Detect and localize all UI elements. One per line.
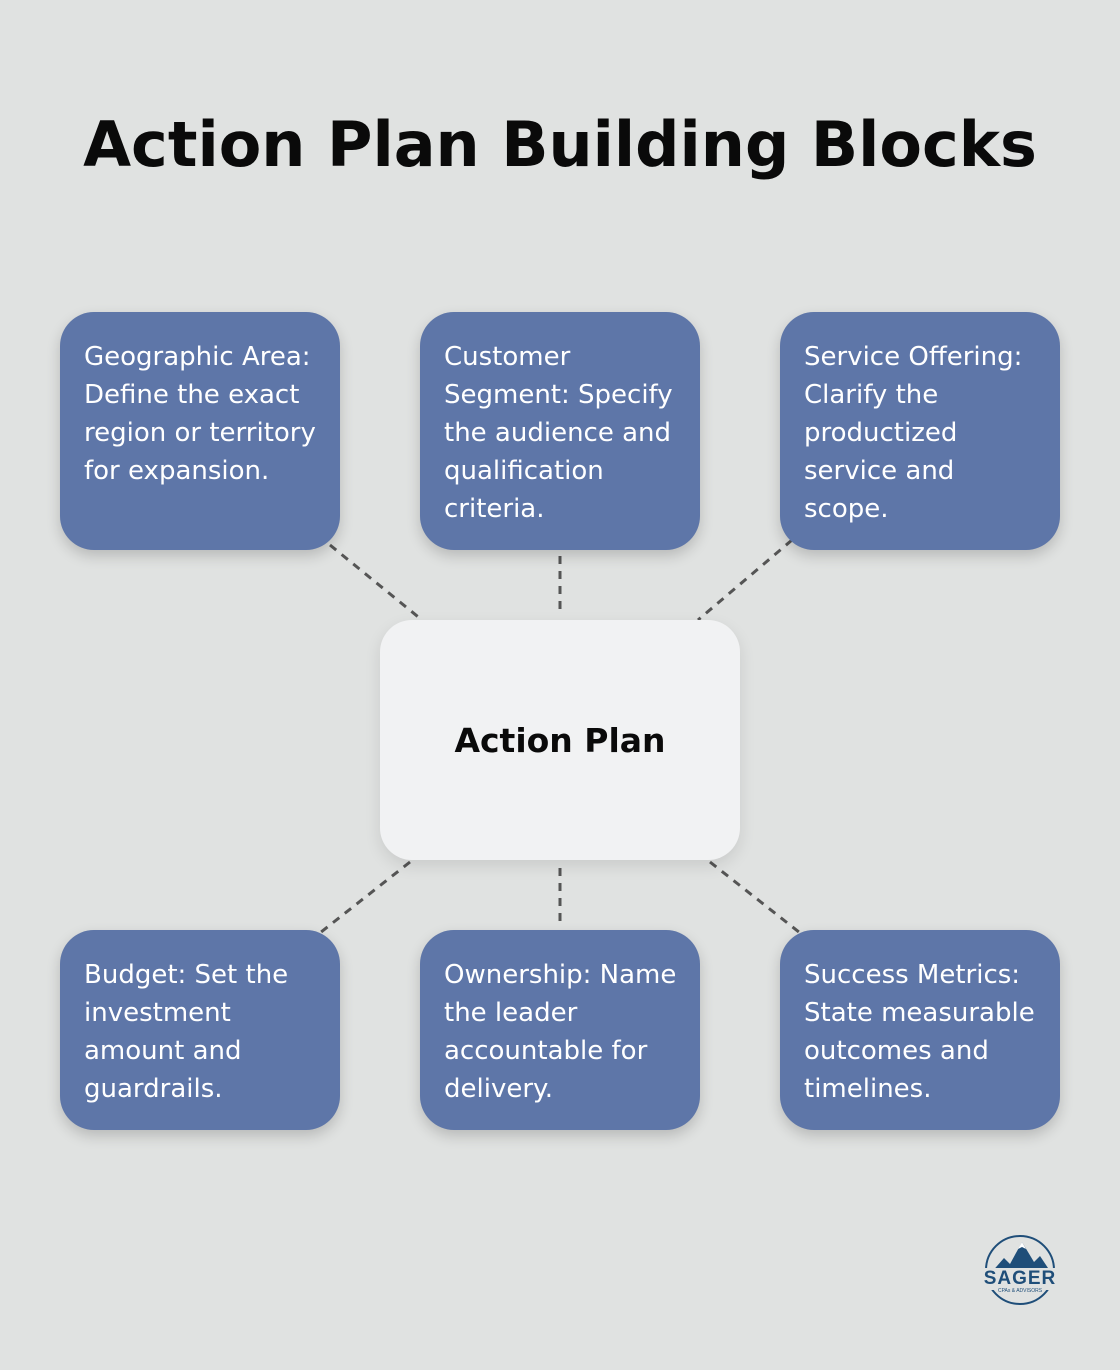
block-text: Budget: Set the investment amount and gu… [84, 960, 289, 1104]
center-node: Action Plan [380, 620, 740, 860]
block-ownership: Ownership: Name the leader accountable f… [420, 930, 700, 1130]
connector-budget [315, 860, 411, 938]
block-text: Customer Segment: Specify the audience a… [444, 342, 673, 524]
block-text: Service Offering: Clarify the productize… [804, 342, 1023, 524]
block-service-offering: Service Offering: Clarify the productize… [780, 312, 1060, 550]
block-text: Success Metrics: State measurable outcom… [804, 960, 1035, 1104]
block-success-metrics: Success Metrics: State measurable outcom… [780, 930, 1060, 1130]
block-geographic-area: Geographic Area: Define the exact region… [60, 312, 340, 550]
logo-name: SAGER [984, 1268, 1057, 1289]
logo-tagline: CPAs & ADVISORS [998, 1288, 1043, 1294]
block-text: Ownership: Name the leader accountable f… [444, 960, 677, 1104]
connector-service-offering [697, 538, 793, 622]
connector-geographic-area [329, 543, 423, 622]
page-title: Action Plan Building Blocks [83, 108, 1037, 181]
block-budget: Budget: Set the investment amount and gu… [60, 930, 340, 1130]
block-customer-segment: Customer Segment: Specify the audience a… [420, 312, 700, 550]
connector-success-metrics [709, 860, 805, 938]
center-label: Action Plan [454, 720, 666, 760]
sager-logo: SAGER CPAs & ADVISORS [982, 1235, 1058, 1305]
block-text: Geographic Area: Define the exact region… [84, 342, 316, 486]
